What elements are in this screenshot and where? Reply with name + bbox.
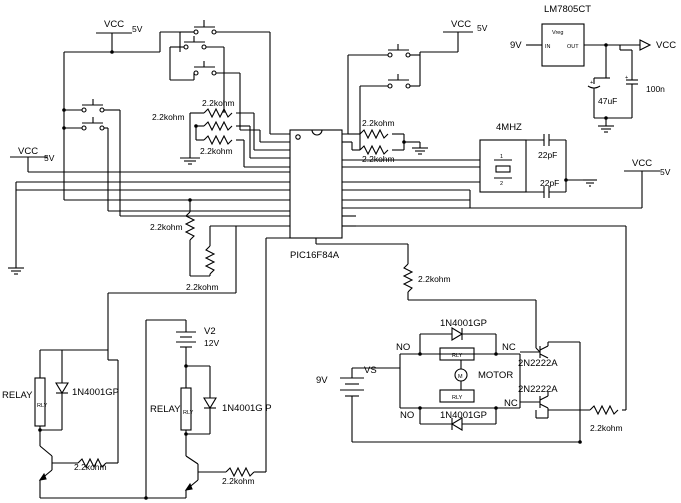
- v2-voltage-label: 12V: [204, 338, 219, 348]
- resistor-label-r8: 2.2kohm: [74, 462, 107, 472]
- regulator-part-label: LM7805CT: [544, 4, 591, 15]
- pushbutton-switches-right: 2.2kohm 2.2kohm: [347, 44, 458, 164]
- vcc-right-label: VCC: [632, 158, 652, 169]
- svg-text:1: 1: [500, 154, 503, 160]
- diode-left-label: 1N4001GP: [72, 387, 119, 398]
- vcc-right-voltage: 5V: [660, 167, 671, 177]
- relay-circuit-left: RLY 1N4001GP RELAY 2.2kohm: [2, 349, 119, 498]
- crystal-oscillator: 4MHZ 1 2 22pF 22pF: [479, 122, 597, 198]
- resistor-label-r7: 2.2kohm: [186, 282, 219, 292]
- vcc-top-right-voltage: 5V: [477, 23, 488, 33]
- bridge-relay-top-label: RLY: [452, 353, 463, 359]
- cap-47uf-label: 47uF: [598, 96, 617, 106]
- bridge-relay-bottom-label: RLY: [452, 395, 463, 401]
- resistor-label-r9: 2.2kohm: [222, 476, 255, 486]
- voltage-regulator-lm7805: LM7805CT Vreg IN OUT 9V VCC + + 47uF 100…: [510, 4, 676, 133]
- cap-22pf-bottom-label: 22pF: [540, 178, 559, 188]
- regulator-in-label: IN: [545, 44, 551, 50]
- vcc-left-label: VCC: [18, 146, 38, 157]
- motor-symbol: M: [458, 374, 463, 380]
- regulator-input-voltage: 9V: [510, 40, 522, 51]
- motor-label: MOTOR: [478, 370, 513, 381]
- vcc-symbol-top: VCC 5V: [96, 19, 143, 52]
- nc-label-bottom: NC: [504, 398, 518, 409]
- vcc-top-right-label: VCC: [451, 19, 471, 30]
- relay-circuit-right: V2 12V RLY 1N4001G P RELAY 2.2kohm: [40, 237, 290, 499]
- relay-left-label: RELAY: [2, 390, 33, 401]
- transistor-bottom-label: 2N2222A: [518, 384, 558, 395]
- v2-name-label: V2: [204, 326, 216, 337]
- crystal-frequency-label: 4MHZ: [496, 122, 522, 133]
- vcc-reg-out-label: VCC: [656, 40, 676, 51]
- vcc-symbol-right: VCC 5V: [624, 158, 671, 208]
- no-label-bottom: NO: [400, 410, 414, 421]
- pushbutton-switches-top: [63, 20, 271, 216]
- no-label-top: NO: [396, 342, 410, 353]
- resistor-label-r11: 2.2kohm: [590, 423, 623, 433]
- mcu-part-label: PIC16F84A: [290, 250, 340, 261]
- diode-bridge-bottom-label: 1N4001GP: [440, 410, 487, 421]
- vcc-symbol-top-right: VCC 5V: [443, 19, 488, 52]
- cap-22pf-top-label: 22pF: [538, 150, 557, 160]
- regulator-name-label: Vreg: [552, 30, 563, 36]
- transistor-top-label: 2N2222A: [518, 358, 558, 369]
- resistor-bank-left: 2.2kohm 2.2kohm 2.2kohm: [152, 98, 290, 168]
- svg-text:+: +: [590, 80, 593, 86]
- svg-text:2: 2: [500, 181, 503, 187]
- regulator-out-label: OUT: [567, 44, 579, 50]
- mcu-pic16f84a: PIC16F84A: [16, 129, 642, 264]
- nc-label-top: NC: [502, 342, 516, 353]
- motor-supply-name: VS: [364, 365, 377, 376]
- vcc-top-voltage: 5V: [132, 24, 143, 34]
- relay-right-label: RELAY: [150, 404, 181, 415]
- motor-supply-voltage: 9V: [316, 375, 328, 386]
- vcc-top-label: VCC: [104, 19, 124, 30]
- resistor-label-r1: 2.2kohm: [202, 98, 235, 108]
- diode-bridge-top-label: 1N4001GP: [440, 318, 487, 329]
- resistor-label-r6: 2.2kohm: [150, 222, 183, 232]
- vcc-symbol-left: VCC 5V: [10, 146, 55, 172]
- resistor-label-r10: 2.2kohm: [418, 274, 451, 284]
- relay-right-coil-label: RLY: [183, 410, 194, 416]
- relay-left-coil-label: RLY: [37, 403, 48, 409]
- resistor-label-r5: 2.2kohm: [362, 154, 395, 164]
- resistor-label-r2: 2.2kohm: [152, 112, 185, 122]
- resistor-label-r3: 2.2kohm: [200, 146, 233, 156]
- junction-dots: [38, 43, 608, 500]
- vcc-left-voltage: 5V: [44, 153, 55, 163]
- resistor-bank-lower: 2.2kohm 2.2kohm: [8, 182, 237, 360]
- svg-text:+: +: [625, 75, 628, 81]
- resistor-label-r4: 2.2kohm: [362, 118, 395, 128]
- diode-right-label: 1N4001G P: [222, 403, 272, 414]
- motor-h-bridge: 2.2kohm 9V VS NO NO NC NC RLY 1N4001GP M: [316, 225, 627, 443]
- cap-100n-label: 100n: [646, 84, 665, 94]
